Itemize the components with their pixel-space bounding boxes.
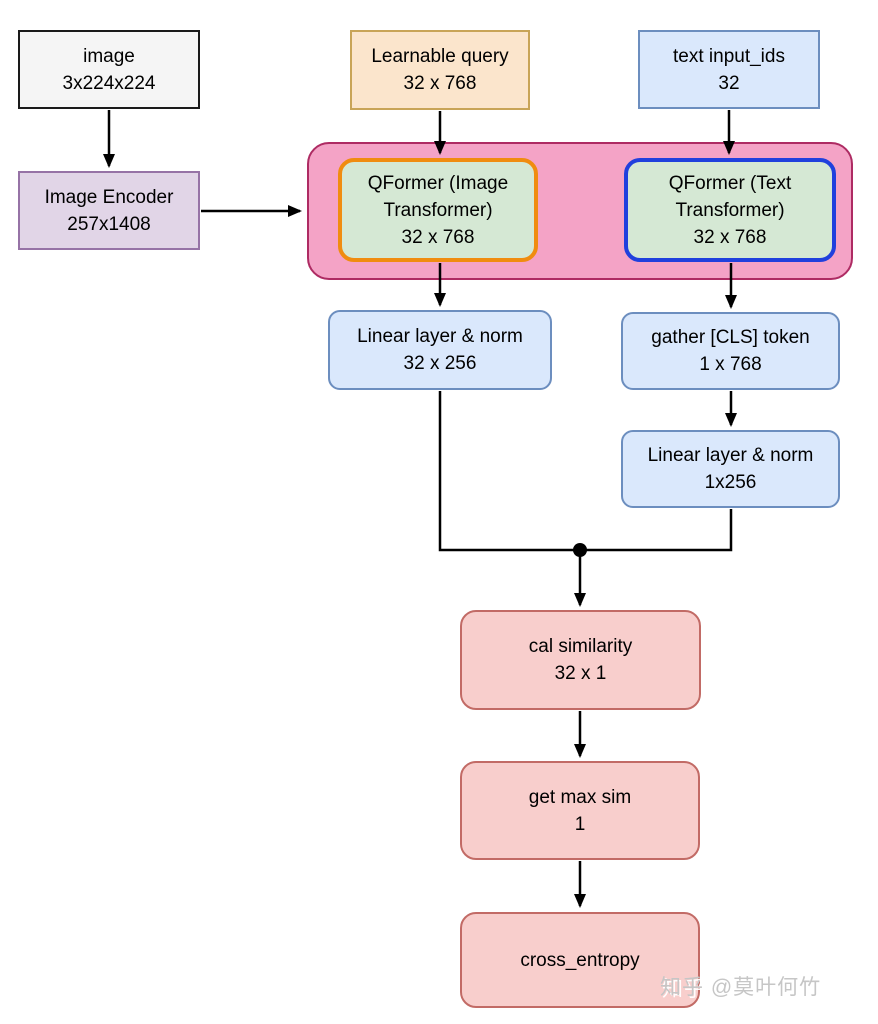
- node-label: QFormer (Text Transformer): [668, 172, 792, 221]
- node-dims: 32 x 1: [554, 663, 607, 684]
- node-dims: 32 x 768: [693, 226, 767, 248]
- node-linear-norm-text-branch: Linear layer & norm 1x256: [621, 430, 840, 508]
- node-label: Linear layer & norm: [647, 445, 814, 466]
- node-get-max-sim: get max sim 1: [460, 761, 700, 860]
- node-dims: 1: [574, 813, 586, 835]
- node-cal-similarity: cal similarity 32 x 1: [460, 610, 701, 710]
- node-label: cross_entropy: [520, 949, 640, 971]
- node-cross-entropy: cross_entropy: [460, 912, 700, 1008]
- node-label: cal similarity: [528, 636, 633, 657]
- node-label: Learnable query: [371, 46, 509, 67]
- node-dims: 257x1408: [67, 213, 151, 235]
- node-gather-cls-token: gather [CLS] token 1 x 768: [621, 312, 840, 390]
- node-label: get max sim: [528, 786, 632, 808]
- node-dims: 32 x 768: [401, 226, 475, 248]
- node-qformer-text-transformer: QFormer (Text Transformer) 32 x 768: [624, 158, 836, 262]
- node-learnable-query: Learnable query 32 x 768: [350, 30, 530, 110]
- node-dims: 1x256: [704, 472, 757, 493]
- node-dims: 3x224x224: [62, 72, 156, 94]
- node-dims: 32: [718, 72, 740, 94]
- zhihu-watermark: 知乎 @莫叶何竹: [660, 976, 822, 999]
- node-label: gather [CLS] token: [651, 327, 810, 348]
- node-label: Image Encoder: [44, 186, 174, 208]
- node-linear-norm-image-branch: Linear layer & norm 32 x 256: [328, 310, 552, 390]
- node-image-encoder: Image Encoder 257x1408: [18, 171, 200, 250]
- node-label: QFormer (Image Transformer): [367, 172, 509, 221]
- node-dims: 32 x 256: [403, 353, 477, 374]
- node-label: Linear layer & norm: [357, 326, 523, 347]
- node-qformer-image-transformer: QFormer (Image Transformer) 32 x 768: [338, 158, 538, 262]
- node-label: text input_ids: [673, 45, 785, 67]
- node-dims: 32 x 768: [403, 73, 477, 94]
- junction-dot: [573, 543, 587, 557]
- node-dims: 1 x 768: [699, 354, 762, 375]
- node-image-input: image 3x224x224: [18, 30, 200, 109]
- node-label: image: [83, 45, 135, 67]
- node-text-input-ids: text input_ids 32: [638, 30, 820, 109]
